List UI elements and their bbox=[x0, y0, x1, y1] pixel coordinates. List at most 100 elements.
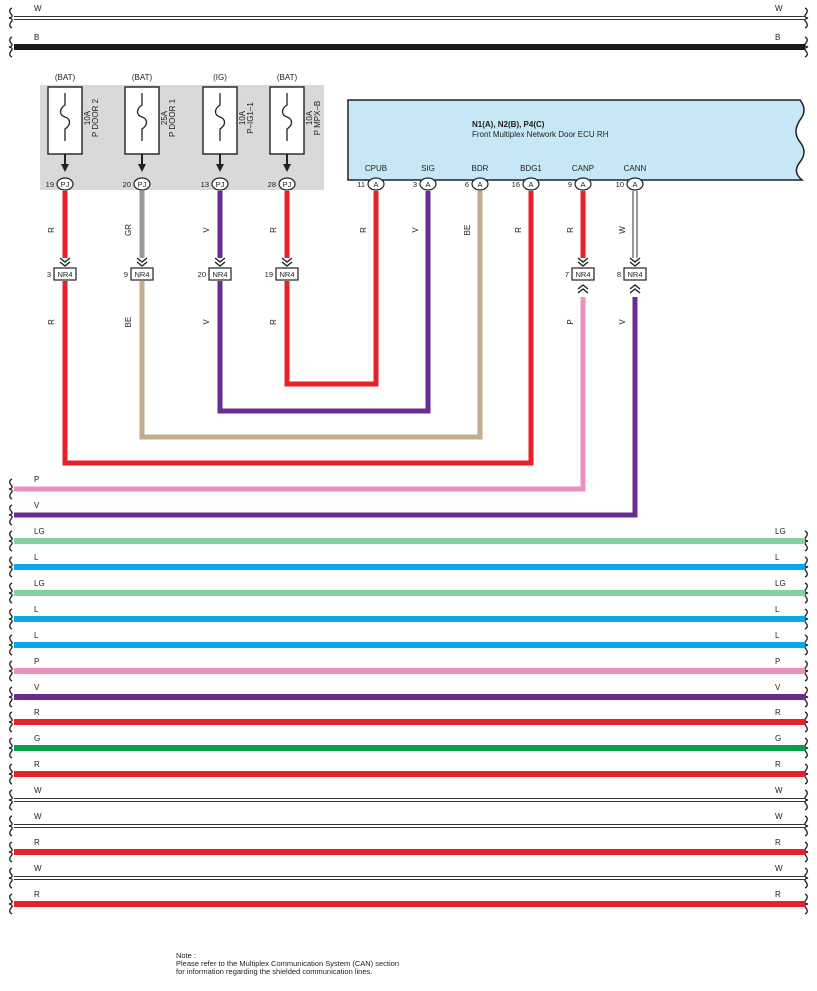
ecu-pin-4-conn-pin: 9 bbox=[568, 180, 572, 189]
fuse-wire-0-nr-box bbox=[53, 267, 77, 281]
canp-chevron-bottom-0 bbox=[577, 288, 589, 294]
bottom-bus-15-left-label: W bbox=[34, 864, 42, 873]
top-bus-0-right-label: W bbox=[775, 4, 783, 13]
bottom-bus-6-left-label: L bbox=[34, 631, 39, 640]
fuse-wire-3-code: R bbox=[269, 227, 278, 233]
ecu-pin-4-name: CANP bbox=[572, 164, 594, 173]
fuse-0-conn-circle bbox=[56, 177, 74, 191]
ecu-pin-2-name: BDR bbox=[472, 164, 489, 173]
bottom-bus-12-right-brace bbox=[804, 789, 809, 811]
fuse-wire-1-nr-pin: 9 bbox=[124, 270, 128, 279]
cann-chevron-bottom-0 bbox=[629, 288, 641, 294]
fuse-3-conn-circle bbox=[278, 177, 296, 191]
fuse-0-rating: 10A bbox=[83, 110, 92, 125]
ecu-pin-2-conn-label: A bbox=[477, 180, 482, 189]
bottom-bus-5-right-brace bbox=[804, 608, 809, 630]
bottom-bus-13-left-brace bbox=[8, 815, 13, 837]
fuse-0-name: P DOOR 2 bbox=[91, 98, 100, 137]
bottom-bus-2-right-brace bbox=[804, 530, 809, 552]
ecu-pin-3-conn-label: A bbox=[528, 180, 533, 189]
bottom-bus-6-right-brace bbox=[804, 634, 809, 656]
bottom-bus-4-right-label: LG bbox=[775, 579, 786, 588]
fuse-1-source: (BAT) bbox=[132, 73, 153, 82]
bottom-bus-11-right-brace bbox=[804, 763, 809, 785]
bottom-bus-3-right-label: L bbox=[775, 553, 780, 562]
bottom-bus-1-left-label: V bbox=[34, 501, 40, 510]
fuse-wire-1-lower-code: BE bbox=[124, 317, 133, 328]
fuse-3-element-icon bbox=[281, 93, 293, 141]
bottom-bus-7-right-label: P bbox=[775, 657, 780, 666]
top-bus-1-left-label: B bbox=[34, 33, 39, 42]
canp-nr-box bbox=[571, 267, 595, 281]
bottom-bus-4-left-brace bbox=[8, 582, 13, 604]
top-bus-1-right-brace bbox=[804, 36, 809, 58]
ecu-pin-3-name: BDG1 bbox=[520, 164, 542, 173]
bottom-bus-16-left-brace bbox=[8, 893, 13, 915]
bottom-bus-15-left-brace bbox=[8, 867, 13, 889]
bottom-bus-8-left-label: V bbox=[34, 683, 40, 692]
fuse-wire-2-code: V bbox=[202, 227, 211, 233]
bottom-bus-16-right-label: R bbox=[775, 890, 781, 899]
bottom-bus-4-left-label: LG bbox=[34, 579, 45, 588]
cann-chevron-bottom-1 bbox=[629, 284, 641, 290]
fuse-0-conn-pin: 19 bbox=[46, 180, 54, 189]
fuse-2-rating: 10A bbox=[238, 110, 247, 125]
fuse-2-source: (IG) bbox=[213, 73, 227, 82]
cann-lower-code: V bbox=[618, 319, 627, 325]
fuse-1-name: P DOOR 1 bbox=[168, 98, 177, 137]
bottom-bus-4-right-brace bbox=[804, 582, 809, 604]
ecu-box bbox=[347, 99, 805, 181]
bottom-bus-5-left-brace bbox=[8, 608, 13, 630]
fuse-3-conn-pin: 28 bbox=[268, 180, 276, 189]
fuse-wire-0-nr-label: NR4 bbox=[57, 270, 72, 279]
bottom-bus-10-left-brace bbox=[8, 737, 13, 759]
bottom-bus-13-left-label: W bbox=[34, 812, 42, 821]
ecu-pin-0-conn-circle bbox=[367, 177, 385, 191]
bottom-bus-11-left-label: R bbox=[34, 760, 40, 769]
ecu-pin-0-code: R bbox=[359, 227, 368, 233]
fuse-wire-1-nr-label: NR4 bbox=[134, 270, 149, 279]
fuse-wire-0-nr-pin: 3 bbox=[47, 270, 51, 279]
fuse-3-rating: 10A bbox=[305, 110, 314, 125]
fuse-wire-1-nr-box bbox=[130, 267, 154, 281]
cann-nr-box bbox=[623, 267, 647, 281]
fuse-wire-2-nr-box bbox=[208, 267, 232, 281]
fuse-wire-3-nr-box bbox=[275, 267, 299, 281]
top-bus-1-left-brace bbox=[8, 36, 13, 58]
bottom-bus-8-right-label: V bbox=[775, 683, 781, 692]
bottom-bus-7-right-brace bbox=[804, 660, 809, 682]
fuse-wire-0-lower-code: R bbox=[47, 319, 56, 325]
fuse-2-name: P–IG1–1 bbox=[246, 102, 255, 134]
note-title: Note : bbox=[176, 951, 197, 960]
fuse-1-conn-circle bbox=[133, 177, 151, 191]
fuse-wire-0-chevron-0 bbox=[59, 257, 71, 263]
ecu-pin-4-conn-label: A bbox=[580, 180, 585, 189]
note: Note : Please refer to the Multiplex Com… bbox=[176, 952, 399, 976]
fuse-0-source: (BAT) bbox=[55, 73, 76, 82]
bottom-bus-5-right-label: L bbox=[775, 605, 780, 614]
bottom-bus-11-right-label: R bbox=[775, 760, 781, 769]
ecu-pin-5-name: CANN bbox=[624, 164, 647, 173]
ecu-pin-3-conn-circle bbox=[522, 177, 540, 191]
cann-nr-label: NR4 bbox=[627, 270, 642, 279]
bottom-bus-0-left-brace bbox=[8, 478, 13, 500]
top-bus-0-right-brace bbox=[804, 7, 809, 29]
bottom-bus-7-left-brace bbox=[8, 660, 13, 682]
top-bus-0-left-label: W bbox=[34, 4, 42, 13]
fuse-3-source: (BAT) bbox=[277, 73, 298, 82]
fuse-wire-2-chevron-1 bbox=[214, 261, 226, 267]
bottom-bus-12-left-brace bbox=[8, 789, 13, 811]
ecu-pin-5-conn-circle bbox=[626, 177, 644, 191]
bottom-bus-16-left-label: R bbox=[34, 890, 40, 899]
bottom-bus-15-right-label: W bbox=[775, 864, 783, 873]
ecu-connectors: N1(A), N2(B), P4(C) bbox=[472, 120, 545, 129]
route-bdr bbox=[139, 191, 483, 440]
bottom-bus-15-right-brace bbox=[804, 867, 809, 889]
fuse-2-arrow-icon bbox=[216, 164, 224, 172]
ecu-pin-4-code: R bbox=[566, 227, 575, 233]
bottom-bus-14-left-brace bbox=[8, 841, 13, 863]
bottom-bus-8-right-brace bbox=[804, 686, 809, 708]
fuse-2-conn-label: PJ bbox=[216, 180, 225, 189]
bottom-bus-12-left-label: W bbox=[34, 786, 42, 795]
route-sig bbox=[217, 191, 431, 414]
